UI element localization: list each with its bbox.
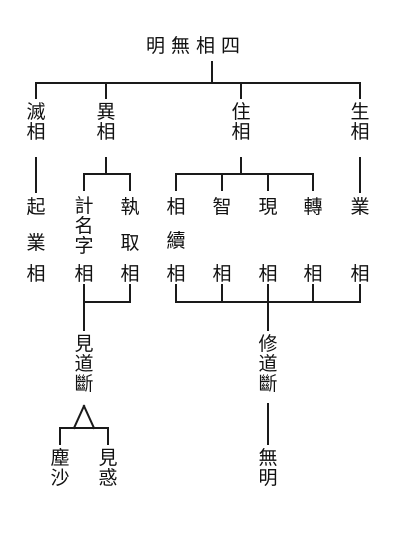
node-zhi-wisdom: 智: [212, 196, 232, 218]
node-zhuan: 轉: [303, 196, 323, 218]
node-ye-left: 業: [26, 232, 46, 254]
node-xu: 續: [166, 230, 186, 252]
node-xiang-4: 相: [166, 263, 186, 285]
node-destroy-phase: 滅相: [26, 101, 46, 143]
node-abide-phase: 住相: [231, 101, 251, 143]
node-jianhuo: 見惑: [98, 447, 118, 489]
node-chensha: 塵沙: [50, 447, 70, 489]
node-xiang-1: 相: [26, 263, 46, 285]
node-xiang-7: 相: [303, 263, 323, 285]
split-jiandao-r: [82, 404, 96, 430]
node-jiming: 計名字: [74, 195, 94, 257]
node-qu: 取: [120, 232, 140, 254]
node-xian: 現: [258, 196, 278, 218]
node-xiang-3: 相: [120, 263, 140, 285]
node-ye-right: 業: [350, 196, 370, 218]
node-jiandao: 見道斷: [74, 333, 94, 395]
node-change-phase: 異相: [96, 101, 116, 143]
node-xiang-5: 相: [212, 263, 232, 285]
node-arise-phase: 生相: [350, 101, 370, 143]
split-jiandao-l: [72, 404, 86, 430]
node-zhi-attach: 執: [120, 196, 140, 218]
node-xiudao: 修道斷: [258, 333, 278, 395]
node-xiang-6: 相: [258, 263, 278, 285]
page-title: 明無相四: [145, 35, 247, 57]
node-xiang-continuity: 相: [166, 196, 186, 218]
node-xiang-8: 相: [350, 263, 370, 285]
node-wuming: 無明: [258, 447, 278, 489]
node-qi: 起: [26, 196, 46, 218]
node-xiang-2: 相: [74, 263, 94, 285]
